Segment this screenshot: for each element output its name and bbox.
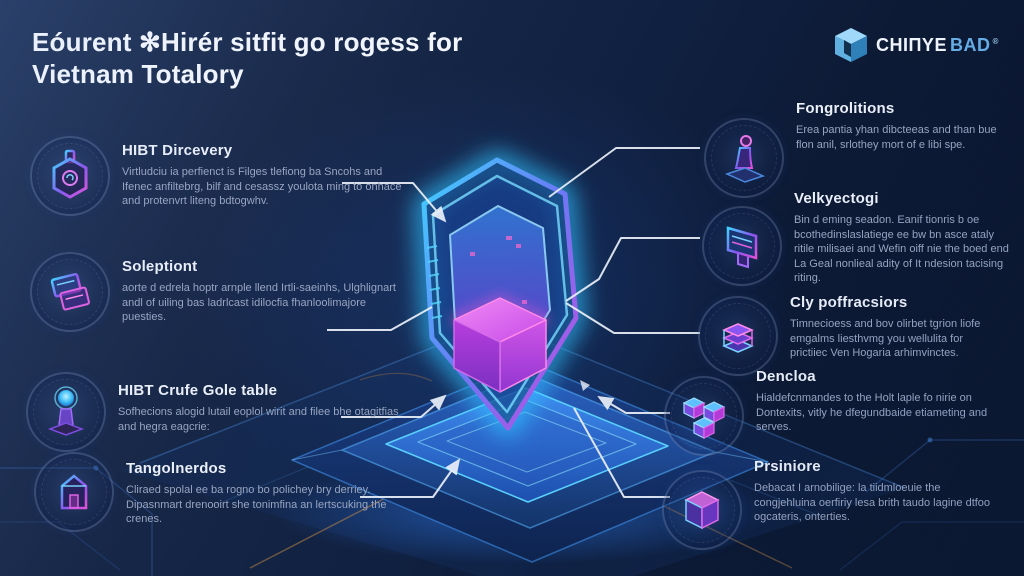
shield-illustration bbox=[417, 153, 583, 435]
module-cluster-icon bbox=[682, 397, 726, 439]
cube-logo-icon bbox=[835, 28, 867, 62]
list-item-tangolnerdos: Tangolnerdos Cliraed spolal ee ba rogno … bbox=[34, 452, 404, 532]
item-heading: HIBT Crufe Gole table bbox=[118, 382, 278, 399]
icon-ring bbox=[698, 296, 778, 376]
platform-illustration bbox=[291, 361, 769, 563]
data-box-icon bbox=[684, 491, 720, 530]
list-item-prsiniore: Prsiniore Debacat I arnobilige: la tiidm… bbox=[662, 458, 996, 550]
item-body: Hialdefcnmandes to the Holt laple fo nir… bbox=[756, 392, 988, 434]
item-body: Debacat I arnobilige: la tiidmloeuie the… bbox=[754, 482, 991, 524]
icon-ring bbox=[30, 136, 110, 216]
page-title-line2: Vietnam Totalory bbox=[32, 59, 244, 90]
list-item-dencloa: Dencloa Hialdefcnmandes to the Holt lapl… bbox=[664, 368, 996, 456]
item-heading: Cly poffracsiors bbox=[790, 294, 908, 311]
orb-pedestal-icon bbox=[47, 386, 85, 436]
page-title: Eóurent ✻Hirér sitfit go rogess for Viet… bbox=[32, 26, 572, 90]
list-item-cly-poffracsiors: Cly poffracsiors Timnecioess and bov oli… bbox=[698, 294, 1002, 376]
server-monitor-icon bbox=[726, 226, 758, 269]
item-body: aorte d edrela hoptr arnple llend Irtli-… bbox=[122, 282, 396, 324]
list-item-hibt-crufe-gole-table: HIBT Crufe Gole table Sofhecions alogid … bbox=[26, 372, 402, 452]
item-body: Cliraed spolal ee ba rogno bo polichey b… bbox=[126, 484, 387, 526]
coin-stack-icon bbox=[722, 323, 754, 353]
cube-house-icon bbox=[60, 474, 88, 510]
icon-ring bbox=[702, 206, 782, 286]
hex-lock-icon bbox=[52, 149, 88, 199]
list-item-velkyectogi: Velkyectogi Bin d eming seadon. Eanif ti… bbox=[702, 190, 1010, 286]
item-body: Bin d eming seadon. Eanif tionris b oe b… bbox=[794, 214, 1009, 285]
item-heading: HIBT Dircevery bbox=[122, 142, 233, 159]
connector-lines bbox=[327, 147, 700, 498]
list-item-soleptiont: Soleptiont aorte d edrela hoptr arnple l… bbox=[30, 252, 402, 332]
brand-name-primary: CHIПYE bbox=[876, 34, 947, 55]
item-body: Virtludciu ia perfienct is Filges tlefio… bbox=[122, 166, 402, 208]
icon-ring bbox=[662, 470, 742, 550]
item-heading: Velkyectogi bbox=[794, 190, 879, 207]
item-body: Erea pantia yhan dibcteeas and than bue … bbox=[796, 124, 997, 151]
list-item-hibt-dircevery: HIBT Dircevery Virtludciu ia perfienct i… bbox=[30, 136, 402, 216]
icon-ring bbox=[664, 376, 744, 456]
statue-icon bbox=[724, 135, 766, 183]
page-title-line1: Eóurent ✻Hirér sitfit go rogess for bbox=[32, 27, 463, 57]
item-body: Sofhecions alogid lutail eoplol wirit an… bbox=[118, 406, 399, 433]
item-heading: Tangolnerdos bbox=[126, 460, 227, 477]
brand-name-secondary: BAD bbox=[949, 34, 991, 55]
item-heading: Soleptiont bbox=[122, 258, 198, 275]
item-heading: Fongrolitions bbox=[796, 100, 895, 117]
icon-ring bbox=[26, 372, 106, 452]
icon-ring bbox=[704, 118, 784, 198]
device-stack-icon bbox=[50, 272, 90, 311]
item-heading: Prsiniore bbox=[754, 458, 821, 475]
icon-ring bbox=[30, 252, 110, 332]
icon-ring bbox=[34, 452, 114, 532]
item-body: Timnecioess and bov olirbet tgrion liofe… bbox=[790, 318, 981, 360]
item-heading: Dencloa bbox=[756, 368, 816, 385]
list-item-fongrolitions: Fongrolitions Erea pantia yhan dibcteeas… bbox=[704, 100, 1002, 198]
registered-mark: ® bbox=[992, 36, 999, 46]
